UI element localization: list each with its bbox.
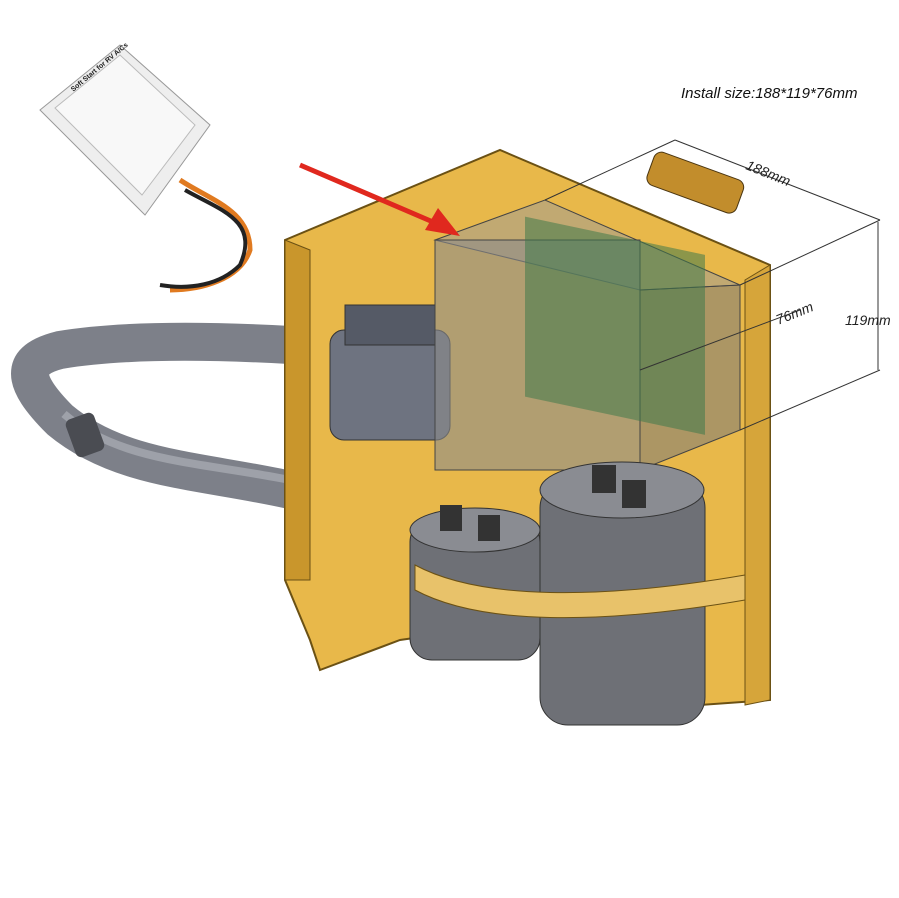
red-arrow: [299, 162, 441, 228]
capacitor-small-top: [409, 507, 541, 553]
hose-clamp: [65, 412, 105, 458]
soft-start-device-face: [54, 54, 196, 196]
hose: [11, 322, 309, 509]
panel-side: [284, 239, 311, 581]
relay: [329, 329, 451, 441]
panel-side-right: [744, 264, 771, 706]
device-wires: [169, 177, 253, 293]
capacitor-strap: [414, 564, 746, 619]
terminal: [440, 505, 462, 531]
dimension-lines: [544, 139, 881, 431]
red-arrow-head: [425, 208, 460, 236]
device-wires: [159, 188, 248, 289]
dimension-height: 119mm: [845, 312, 891, 328]
relay-top: [344, 304, 436, 346]
install-size-label: Install size:188*119*76mm: [681, 85, 858, 102]
circuit-board: [525, 216, 705, 435]
terminal: [478, 515, 500, 541]
terminal: [592, 465, 616, 493]
terminal: [622, 480, 646, 508]
connector: [646, 151, 745, 214]
